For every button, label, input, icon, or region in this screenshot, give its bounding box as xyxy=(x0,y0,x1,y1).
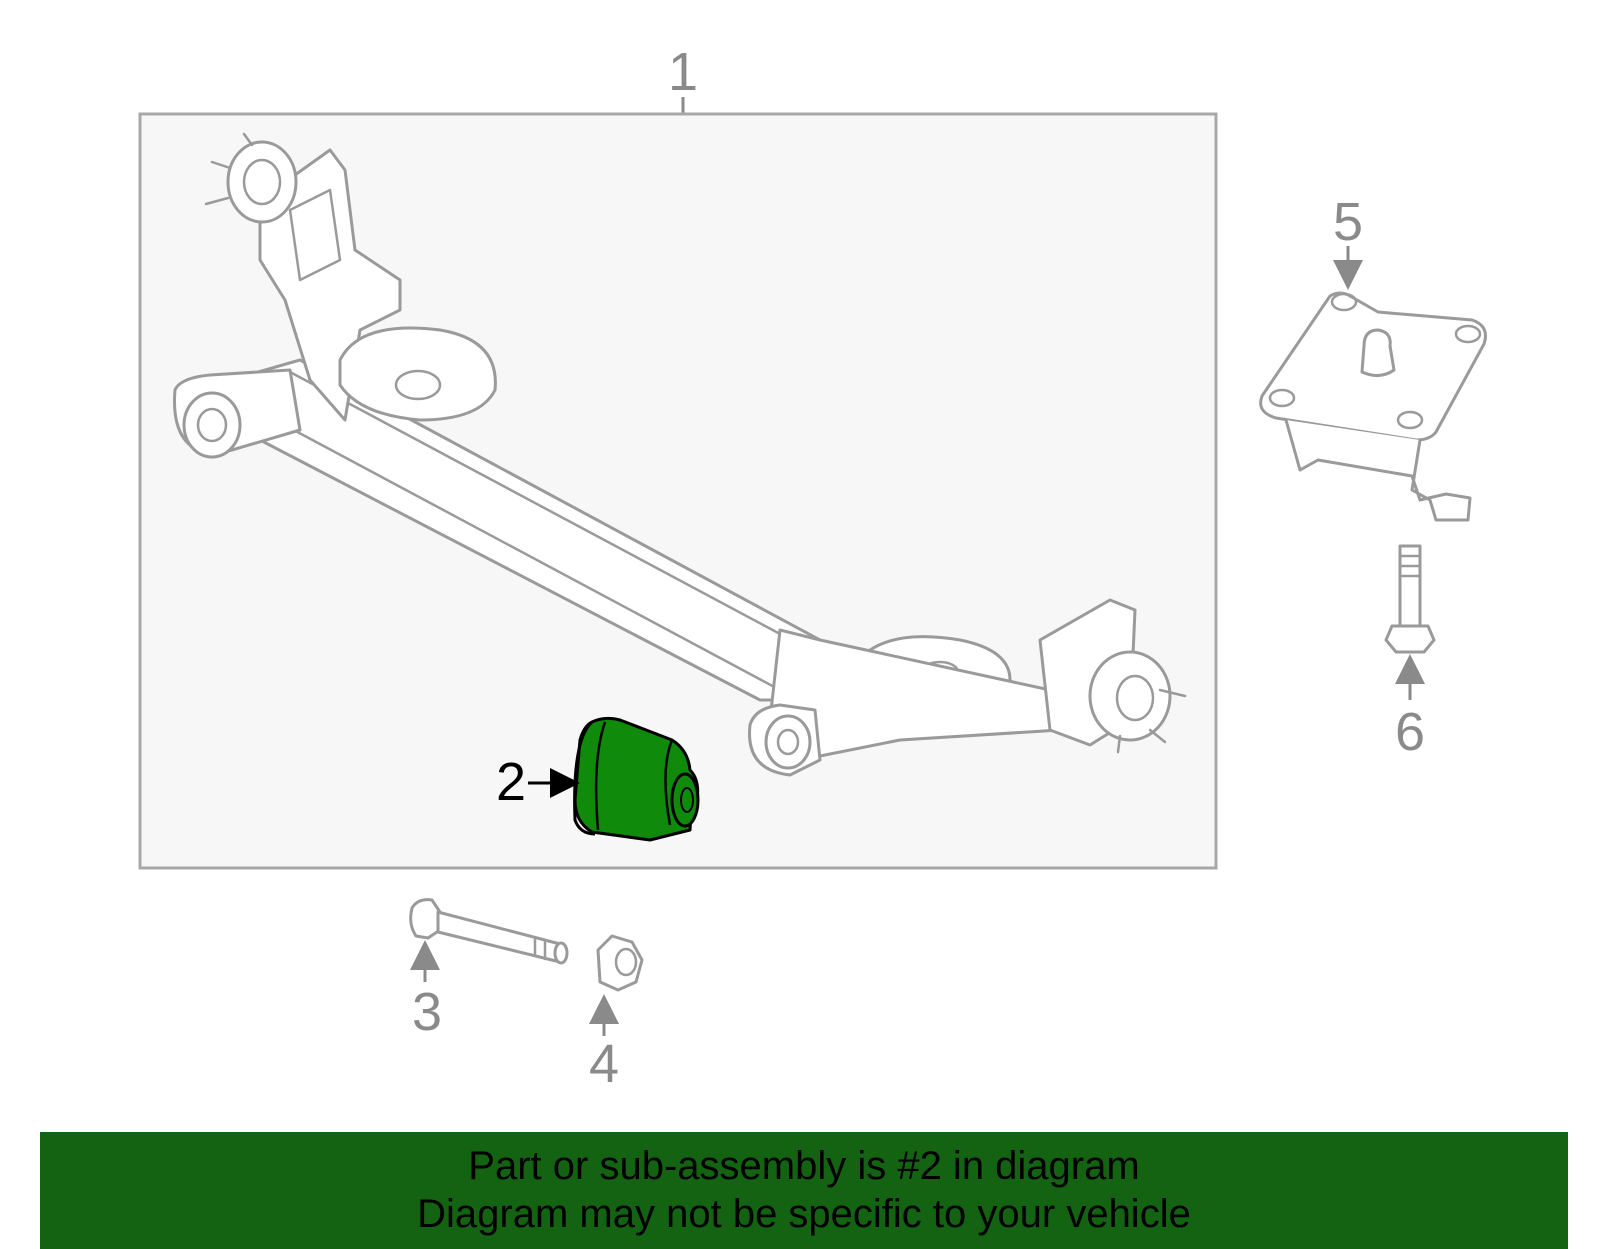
banner-line-2: Diagram may not be specific to your vehi… xyxy=(417,1192,1191,1236)
info-banner: Part or sub-assembly is #2 in diagram Di… xyxy=(40,1132,1568,1249)
callout-3[interactable]: 3 xyxy=(412,982,442,1042)
mount-bracket-part-5[interactable] xyxy=(1259,291,1487,522)
callout-4[interactable]: 4 xyxy=(589,1034,619,1094)
callout-6[interactable]: 6 xyxy=(1395,702,1425,762)
bolt-part-3[interactable] xyxy=(409,898,569,965)
stud-bolt-part-6[interactable] xyxy=(1384,544,1436,654)
nut-part-4[interactable] xyxy=(596,934,644,992)
callout-1[interactable]: 1 xyxy=(668,42,698,102)
callout-5[interactable]: 5 xyxy=(1333,192,1363,252)
banner-line-1: Part or sub-assembly is #2 in diagram xyxy=(468,1144,1140,1188)
rear-axle-beam-drawing xyxy=(173,132,1187,777)
callout-2[interactable]: 2 xyxy=(496,752,526,812)
